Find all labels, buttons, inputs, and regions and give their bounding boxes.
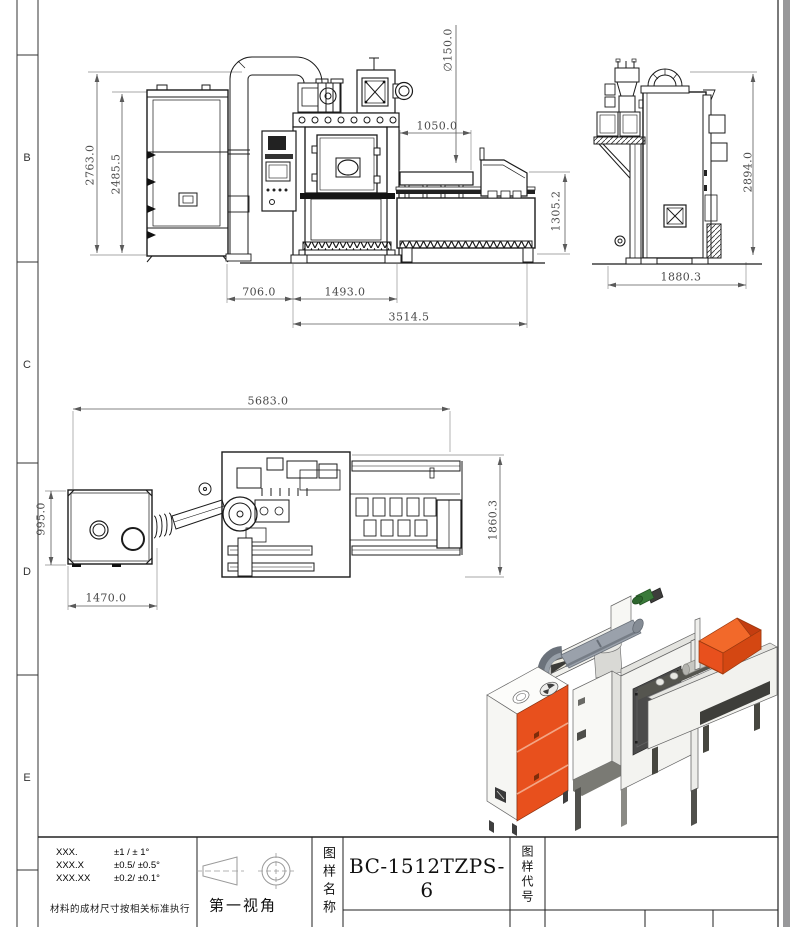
side-view-drawing bbox=[592, 58, 762, 265]
tolerance-value: ±0.2/ ±0.1° bbox=[114, 873, 160, 884]
zone-letter-c: C bbox=[23, 359, 31, 371]
dim-collector-width: 1470.0 bbox=[85, 591, 127, 605]
tolerance-range: XXX.X bbox=[56, 860, 84, 871]
dim-roller-diameter: ∅150.0 bbox=[441, 28, 455, 72]
dim-conveyor-height: 1305.2 bbox=[549, 190, 563, 232]
tolerance-row: XXX. ±1 / ± 1° bbox=[56, 847, 196, 859]
dim-overall-length: 5683.0 bbox=[247, 394, 289, 408]
zone-letter-d: D bbox=[23, 566, 31, 578]
drawing-name-label: 图样名称 bbox=[321, 846, 336, 918]
tolerance-row: XXX.X ±0.5/ ±0.5° bbox=[56, 860, 196, 872]
dim-roller-section: 1050.0 bbox=[416, 119, 458, 133]
drawing-name-value: BC-1512TZPS-6 bbox=[349, 854, 505, 902]
dim-collector-height: 2485.5 bbox=[109, 153, 123, 195]
drawing-code-label: 图样代号 bbox=[520, 845, 534, 905]
sheet-frame bbox=[16, 0, 779, 927]
projection-method-label: 第一视角 bbox=[208, 898, 278, 915]
first-angle-projection-symbol bbox=[196, 853, 294, 889]
tolerance-value: ±1 / ± 1° bbox=[114, 847, 150, 858]
dim-machine-depth: 1860.3 bbox=[486, 499, 500, 541]
iso-view-drawing bbox=[486, 587, 778, 836]
dim-overall-height: 2763.0 bbox=[83, 144, 97, 186]
dim-cabinet-width: 1493.0 bbox=[324, 285, 366, 299]
top-view-drawing bbox=[67, 451, 463, 578]
title-block-borders bbox=[38, 836, 778, 927]
material-note: 材料的成材尺寸按相关标准执行 bbox=[50, 905, 191, 915]
front-view-drawing bbox=[146, 56, 545, 264]
tolerance-range: XXX.XX bbox=[56, 873, 91, 884]
tolerance-row: XXX.XX ±0.2/ ±0.1° bbox=[56, 873, 196, 885]
dim-overall-width: 3514.5 bbox=[388, 310, 430, 324]
dim-side-depth: 1880.3 bbox=[660, 270, 702, 284]
dim-collector-depth: 995.0 bbox=[34, 502, 48, 536]
dim-side-height: 2894.0 bbox=[741, 151, 755, 193]
side-view-dimensions bbox=[607, 71, 757, 289]
dim-collector-offset: 706.0 bbox=[242, 285, 276, 299]
zone-letter-b: B bbox=[23, 152, 31, 164]
front-view-dimensions bbox=[88, 25, 570, 328]
tolerance-range: XXX. bbox=[56, 847, 78, 858]
page-right-edge bbox=[783, 0, 790, 927]
top-view-dimensions bbox=[45, 406, 504, 610]
zone-letter-e: E bbox=[23, 772, 31, 784]
tolerance-value: ±0.5/ ±0.5° bbox=[114, 860, 160, 871]
